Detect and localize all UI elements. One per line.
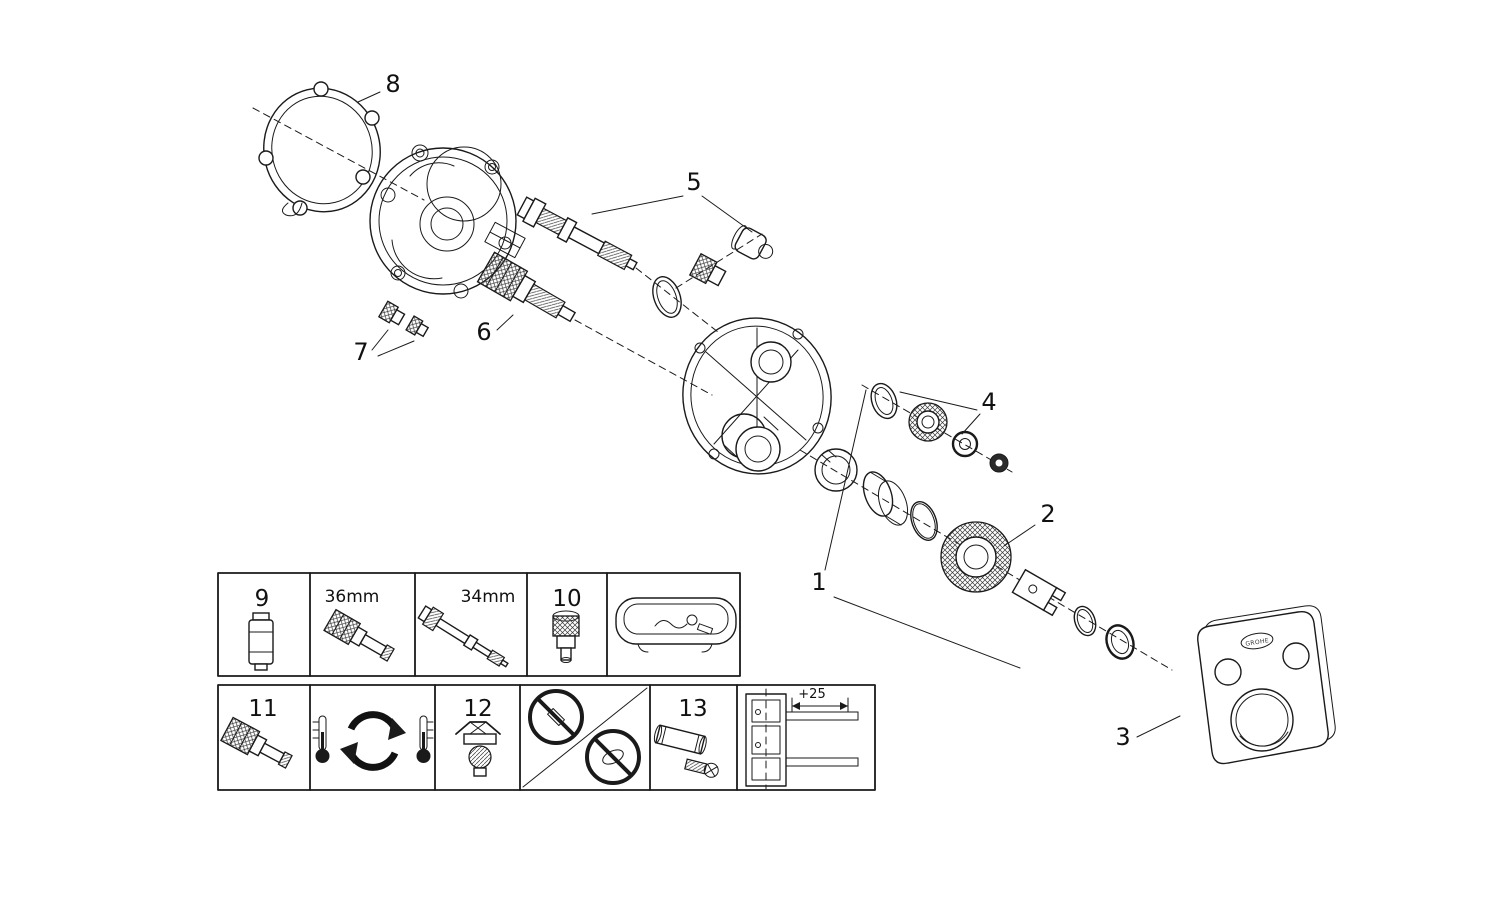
- callout-7: 7: [353, 329, 415, 366]
- part-3-faceplate: GROHE: [1197, 605, 1336, 765]
- legend-table-row1: 9 36mm 34mm: [217, 572, 741, 677]
- bathtub-icon: [615, 597, 737, 653]
- prohibited-symbols-icon: [522, 687, 648, 788]
- rough-in-valve-body: [369, 144, 526, 299]
- legend-10-number: 10: [552, 586, 581, 612]
- legend-cell-bathtub: [615, 597, 737, 653]
- part-5-dashed-axis: [635, 267, 719, 333]
- faceplate-button-left: [1214, 658, 1242, 686]
- retainer-clip-icon: [455, 721, 501, 777]
- callout-6-label: 6: [476, 318, 491, 346]
- faceplate-button-right: [1282, 642, 1310, 670]
- callout-1-label: 1: [811, 568, 826, 596]
- part-5-seal-oring: [652, 276, 682, 318]
- legend-cell-9: 9: [248, 586, 274, 671]
- callout-8-label: 8: [385, 70, 400, 98]
- temperature-rotation-icon: [312, 711, 434, 771]
- installation-depth-icon: [745, 688, 859, 790]
- callout-4: 4: [899, 388, 997, 435]
- mounting-plate: [682, 317, 832, 475]
- part-2-sleeve-kit: [814, 448, 1012, 593]
- legend-34mm-label: 34mm: [461, 587, 516, 607]
- stop-cap-parts: [1011, 568, 1135, 660]
- callout-2: 2: [1003, 500, 1056, 547]
- legend-depth-dimension: +25: [798, 687, 825, 702]
- legend-row1-border: [217, 572, 741, 677]
- gasket-axis-dashed-line: [252, 107, 425, 201]
- callout-2-label: 2: [1040, 500, 1055, 528]
- legend-cell-10: 10: [552, 586, 582, 663]
- callout-1: 1: [811, 389, 1021, 669]
- part-5-knurled-nut: [688, 252, 727, 287]
- legend-cell-12: 12: [455, 696, 501, 777]
- part-7-screws: [377, 300, 430, 338]
- legend-13-number: 13: [678, 696, 707, 722]
- legend-11-number: 11: [248, 696, 277, 722]
- callout-5: 5: [591, 168, 753, 233]
- callout-8: 8: [357, 70, 401, 103]
- callout-6: 6: [476, 314, 514, 346]
- brand-logo-text: GROHE: [1245, 637, 1270, 648]
- legend-cell-36mm: 36mm: [323, 587, 395, 662]
- cartridge-icon: [220, 716, 293, 769]
- legend-9-number: 9: [255, 586, 270, 612]
- legend-cell-34mm: 34mm: [417, 587, 516, 668]
- legend-cell-depth: +25: [745, 687, 859, 790]
- part-5-dashed-axis-2: [675, 233, 763, 289]
- legend-table-row2: 11: [217, 684, 876, 791]
- cartridge-36mm-icon: [323, 608, 395, 662]
- thermostatic-cartridge-icon: [248, 612, 274, 671]
- faceplate-dial: [1230, 688, 1294, 752]
- legend-cell-11: 11: [220, 696, 293, 769]
- part-6-cartridge: [476, 251, 577, 323]
- callout-5-label: 5: [686, 168, 701, 196]
- assembly-axis: [574, 319, 1173, 671]
- legend-12-number: 12: [463, 696, 492, 722]
- part-5-thermostat-spindle: [516, 196, 638, 271]
- legend-36mm-label: 36mm: [325, 587, 380, 607]
- callout-3: 3: [1115, 715, 1181, 751]
- spindle-34mm-icon: [417, 605, 509, 668]
- part-5-cap-knob: [731, 225, 774, 260]
- callout-4-label: 4: [981, 388, 996, 416]
- legend-cell-prohibited: [522, 687, 648, 788]
- part-8-oring-gasket: [258, 81, 381, 217]
- compact-cartridge-icon: [552, 610, 580, 663]
- grohe-logo-badge: GROHE: [1240, 632, 1274, 650]
- legend-row2-border: [217, 684, 876, 791]
- legend-cell-13: 13: [653, 696, 719, 778]
- extension-tube-icon: [653, 724, 719, 778]
- callout-3-label: 3: [1115, 723, 1130, 751]
- part-4-seal-kit: [861, 382, 1013, 473]
- legend-cell-temperature-rotation: [312, 711, 434, 771]
- callout-7-label: 7: [353, 338, 368, 366]
